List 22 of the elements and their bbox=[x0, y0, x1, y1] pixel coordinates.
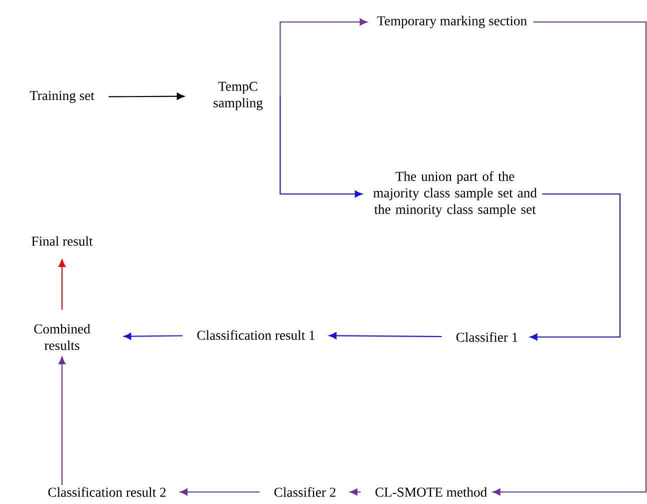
arrow bbox=[350, 488, 361, 496]
text-label: Training set bbox=[30, 91, 94, 103]
arrow bbox=[530, 193, 621, 340]
arrow bbox=[280, 18, 368, 96]
arrow bbox=[328, 332, 442, 340]
text-label: Final result bbox=[32, 236, 93, 246]
text-label: TempC sampling bbox=[214, 82, 263, 110]
text-label: Classification result 1 bbox=[197, 330, 314, 340]
arrow bbox=[58, 259, 66, 310]
arrow bbox=[180, 488, 260, 496]
text-label: Classifier 1 bbox=[456, 332, 518, 342]
arrow bbox=[124, 332, 183, 340]
text-label: CL-SMOTE method bbox=[375, 487, 487, 497]
arrow bbox=[280, 96, 362, 198]
text-label: Classification result 2 bbox=[48, 487, 166, 497]
text-label: The union part of the majority class sample set and the minority class sample set bbox=[373, 171, 537, 217]
arrow bbox=[492, 21, 647, 496]
arrow bbox=[58, 356, 66, 485]
text-label: Temporary marking section bbox=[377, 16, 527, 28]
text-label: Combined results bbox=[34, 324, 90, 350]
arrow bbox=[108, 92, 184, 100]
text-label: Classifier 2 bbox=[274, 487, 336, 497]
